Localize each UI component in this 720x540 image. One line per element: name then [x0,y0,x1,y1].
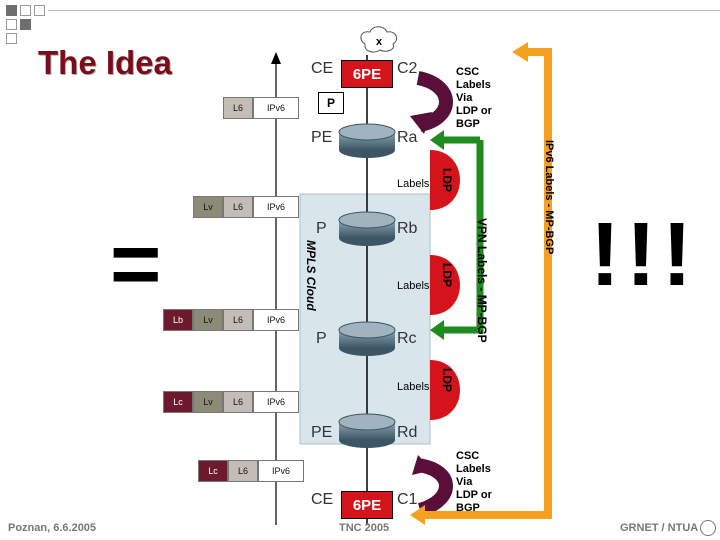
rc-label: Rc [397,330,417,347]
stack5-l6: L6 [228,460,258,482]
decor-square [34,5,45,16]
exclamation-marks: !!! [590,205,698,305]
ldp-text-2: LDP [440,263,454,287]
stack5-lc: Lc [198,460,228,482]
ldp-arc-3 [430,360,460,420]
c1-label: C1 [397,491,418,508]
ldp-text-3: LDP [440,368,454,392]
stack1-l6: L6 [223,97,253,119]
stack3-lv: Lv [193,309,223,331]
footer-right: GRNET / NTUA [620,522,699,534]
stack3-ipv6: IPv6 [253,309,299,331]
labels-text-1: Labels [397,178,430,190]
rd-label: Rd [397,424,418,441]
p-top-box: P [318,92,344,114]
router-icon-rd [338,413,396,448]
csc-arrow-top [416,71,453,132]
stack5-ipv6: IPv6 [258,460,304,482]
router-icon-rb [338,211,396,246]
stack4-lv: Lv [193,391,223,413]
equals-sign: = [110,214,162,313]
labels-text-3: Labels [397,381,430,393]
stack3-lb: Lb [163,309,193,331]
ra-label: Ra [397,129,418,146]
stack2-ipv6: IPv6 [253,196,299,218]
stack2-lv: Lv [193,196,223,218]
pe-top-left: PE [311,129,333,146]
reference-arrow [271,52,281,64]
c2-label: C2 [397,60,418,77]
6pe-bottom-box: 6PE [341,491,393,519]
6pe-top-box: 6PE [341,60,393,88]
p-low-left: P [316,330,327,347]
ldp-arc-1 [430,150,460,210]
slide-title: The Idea [38,44,172,81]
ce-top-label: CE [311,60,334,77]
ldp-arc-2 [430,255,460,315]
vpn-labels-text: VPN Labels - MP-BGP [475,218,489,343]
vpn-labels-arrow [438,140,484,334]
decor-square [20,19,31,30]
stack4-l6: L6 [223,391,253,413]
labels-text-2: Labels [397,280,430,292]
footer-center: TNC 2005 [339,522,390,534]
grnet-logo-icon [700,520,716,536]
stack2-l6: L6 [223,196,253,218]
router-icon-rc [338,321,396,356]
decor-line [48,10,720,11]
decor-square [20,5,31,16]
rb-label: Rb [397,220,418,237]
mpls-cloud-label: MPLS Cloud [304,240,318,311]
stack3-l6: L6 [223,309,253,331]
decor-square [6,5,17,16]
footer-left: Poznan, 6.6.2005 [8,522,97,534]
ldp-text-1: LDP [440,168,454,192]
ipv6-labels-arrow [425,48,552,519]
ce-bottom-label: CE [311,491,334,508]
stack4-lc: Lc [163,391,193,413]
p-mid-left: P [316,220,327,237]
x-label: x [376,36,383,48]
ipv6-labels-text: IPv6 Labels - MP-BGP [543,140,555,255]
router-icon-ra [338,123,396,158]
decor-square [6,19,17,30]
pe-bottom-left: PE [311,424,333,441]
stack1-ipv6: IPv6 [253,97,299,119]
decor-square [6,33,17,44]
stack4-ipv6: IPv6 [253,391,299,413]
cloud-icon [360,26,398,53]
